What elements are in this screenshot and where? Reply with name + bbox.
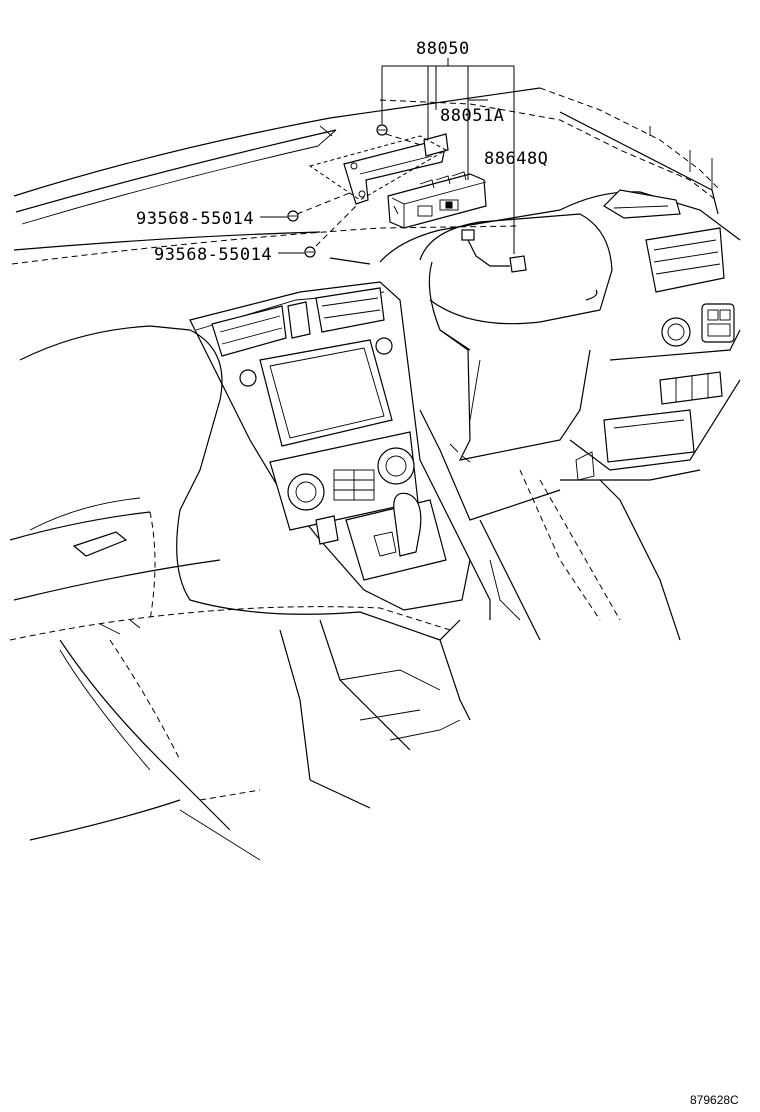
screw-icon xyxy=(376,124,425,147)
meter-hood xyxy=(419,329,591,521)
center-console xyxy=(189,281,471,611)
screw-icon xyxy=(287,191,353,222)
screw-icon xyxy=(304,203,359,258)
label-88050: 88050 xyxy=(416,39,470,59)
air-conditioner-module xyxy=(387,171,487,229)
bracket-88050 xyxy=(343,133,449,205)
lower-console xyxy=(319,469,681,751)
right-side-vents xyxy=(560,189,741,481)
label-88051a: 88051A xyxy=(440,106,504,126)
label-screw-upper: 93568-55014 xyxy=(136,209,254,229)
assembly-outline xyxy=(308,135,448,201)
label-88648q: 88648Q xyxy=(484,149,548,169)
windshield-outline xyxy=(13,87,721,225)
label-screw-lower: 93568-55014 xyxy=(154,245,272,265)
temperature-sensor-88648q xyxy=(461,229,527,273)
leader-lines xyxy=(260,58,515,254)
left-seat-outline xyxy=(9,325,461,861)
figure-id: 879628C xyxy=(690,1093,739,1107)
